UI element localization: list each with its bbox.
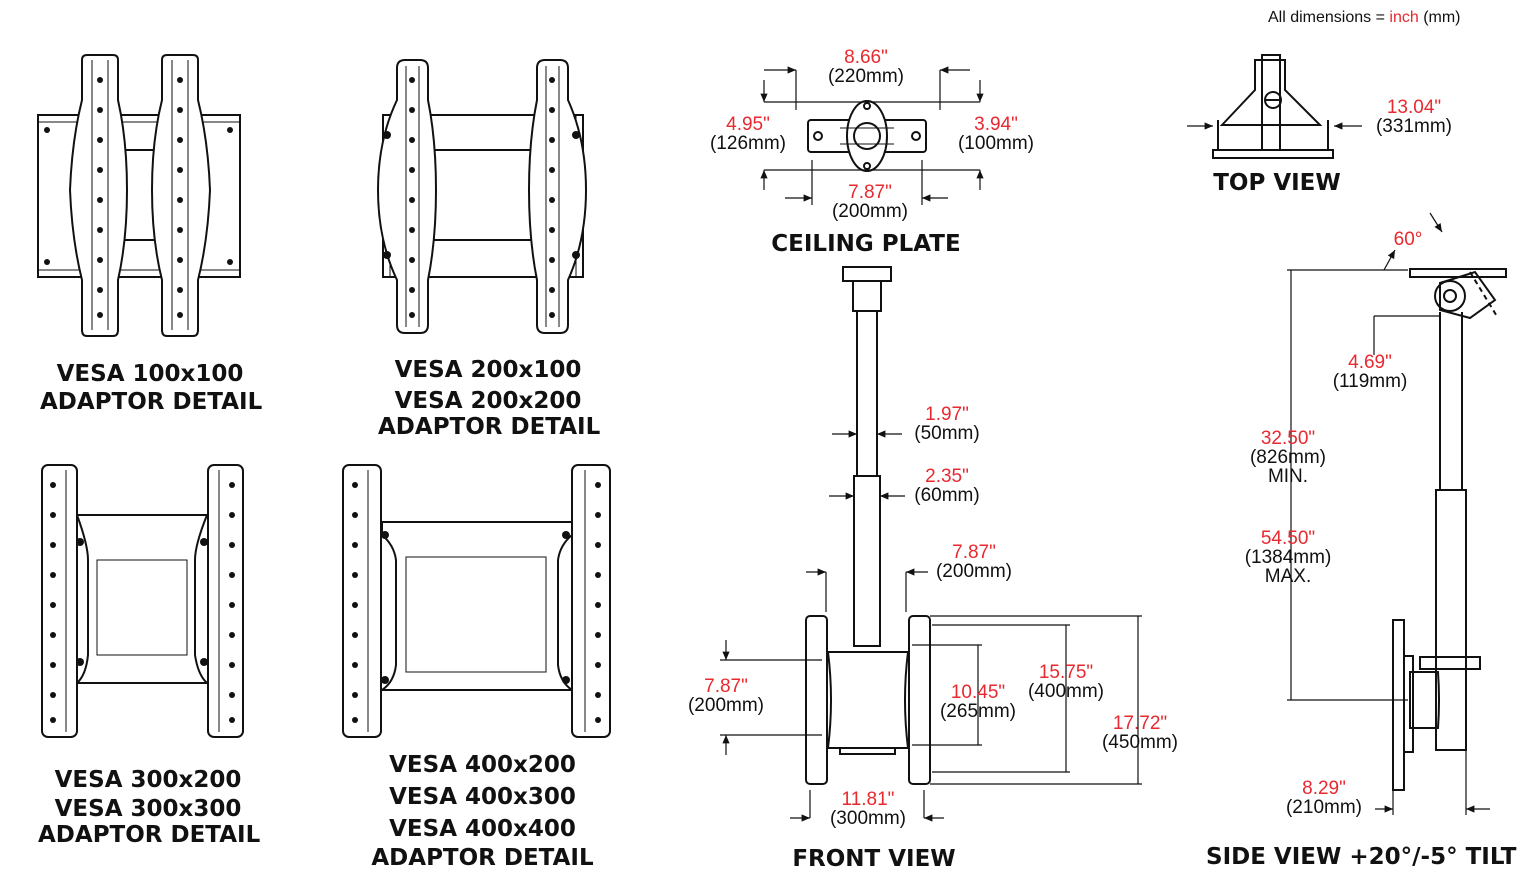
vesa-400-adaptor-drawing: [342, 464, 611, 738]
dim-arm-width: 7.87" (200mm): [926, 543, 1022, 581]
side-view-drawing: [1392, 268, 1507, 791]
dim-side-depth-in: 8.29": [1302, 778, 1346, 799]
vesa-400-line-1: VESA 400x200: [389, 752, 576, 778]
dim-height-min-in: 32.50": [1260, 428, 1316, 449]
vesa-100-line-1: VESA 100x100: [56, 361, 244, 387]
front-view-label: FRONT VIEW: [792, 846, 956, 872]
units-note: All dimensions = inch (mm): [1268, 10, 1461, 26]
dim-vesa-h2-in: 15.75": [1038, 662, 1094, 683]
dim-plate-left: 4.95" (126mm): [700, 115, 796, 153]
dim-tilt-angle: 60°: [1393, 229, 1423, 250]
dim-side-offset-in: 4.69": [1348, 352, 1392, 373]
vesa-300-label: VESA 300x200 VESA 300x300 ADAPTOR DETAIL: [38, 767, 261, 848]
vesa-200-adaptor-drawing: [376, 59, 588, 334]
dim-vesa-h2-mm: (400mm): [1027, 681, 1104, 702]
dim-vesa-h1-in: 10.45": [950, 682, 1006, 703]
side-view-dimension-lines: [1287, 212, 1490, 815]
vesa-200-line-2: VESA 200x200: [394, 388, 582, 414]
vesa-300-line-3: ADAPTOR DETAIL: [38, 822, 261, 848]
dim-pole-lower-mm: (60mm): [914, 485, 980, 506]
units-note-prefix: All dimensions =: [1268, 9, 1390, 26]
dim-front-width-in: 11.81": [841, 789, 895, 810]
vesa-100-line-2: ADAPTOR DETAIL: [40, 389, 263, 415]
ceiling-plate-dimension-lines: [760, 66, 984, 205]
vesa-200-line-1: VESA 200x100: [394, 357, 582, 383]
dim-pole-upper-mm: (50mm): [914, 423, 980, 444]
dim-height-max-in: 54.50": [1260, 528, 1316, 549]
dim-front-width-mm: (300mm): [829, 808, 906, 829]
dim-height-max: 54.50" (1384mm) MAX.: [1234, 529, 1342, 586]
dim-height-min-mm: (826mm): [1249, 447, 1326, 468]
dim-pole-upper: 1.97" (50mm): [902, 405, 992, 443]
vesa-100-adaptor-drawing: [37, 54, 241, 337]
dim-front-width: 11.81" (300mm): [820, 790, 916, 828]
ceiling-plate-label: CEILING PLATE: [771, 231, 961, 257]
dim-side-offset: 4.69" (119mm): [1322, 353, 1418, 391]
dim-pole-upper-in: 1.97": [925, 404, 969, 425]
dim-pole-lower: 2.35" (60mm): [902, 467, 992, 505]
vesa-400-line-2: VESA 400x300: [389, 784, 576, 810]
dim-vesa-h3: 17.72" (450mm): [1092, 714, 1188, 752]
dim-height-max-mm: (1384mm): [1244, 547, 1332, 568]
dim-plate-bottom-mm: (200mm): [831, 201, 908, 222]
dim-top-width-in: 13.04": [1386, 97, 1442, 118]
dim-vesa-h3-mm: (450mm): [1101, 732, 1178, 753]
dim-pole-lower-in: 2.35": [925, 466, 969, 487]
dim-plate-left-in: 4.95": [726, 114, 770, 135]
dim-height-min-note: MIN.: [1267, 466, 1309, 487]
front-view-dimension-lines: [720, 430, 1142, 822]
vesa-200-line-3: ADAPTOR DETAIL: [378, 414, 601, 440]
dim-plate-right-mm: (100mm): [957, 133, 1034, 154]
dim-arm-width-in: 7.87": [952, 542, 996, 563]
top-view-label: TOP VIEW: [1213, 170, 1341, 196]
vesa-400-line-4: ADAPTOR DETAIL: [371, 845, 594, 871]
dim-plate-width-in: 8.66": [844, 47, 888, 68]
vesa-300-adaptor-drawing: [41, 464, 244, 738]
vesa-400-label: VESA 400x200 VESA 400x300 VESA 400x400 A…: [370, 754, 595, 870]
dim-side-depth: 8.29" (210mm): [1276, 779, 1372, 817]
dim-plate-bottom-in: 7.87": [848, 182, 892, 203]
dim-top-width: 13.04" (331mm): [1366, 98, 1462, 136]
units-note-secondary: (mm): [1418, 9, 1461, 26]
dim-vesa-left-mm: (200mm): [687, 695, 764, 716]
front-view-drawing: [805, 266, 931, 785]
top-view-drawing: [1212, 54, 1334, 159]
vesa-100-label: VESA 100x100 ADAPTOR DETAIL: [40, 361, 263, 415]
dim-vesa-left: 7.87" (200mm): [678, 677, 774, 715]
dim-plate-left-mm: (126mm): [709, 133, 786, 154]
dim-plate-bottom: 7.87" (200mm): [822, 183, 918, 221]
dim-plate-right-in: 3.94": [974, 114, 1018, 135]
dim-side-offset-mm: (119mm): [1332, 371, 1408, 392]
dim-vesa-h1-mm: (265mm): [939, 701, 1016, 722]
dim-height-max-note: MAX.: [1264, 566, 1312, 587]
dim-vesa-h1: 10.45" (265mm): [930, 683, 1026, 721]
dim-side-depth-mm: (210mm): [1285, 797, 1362, 818]
units-note-primary: inch: [1389, 9, 1419, 26]
vesa-300-line-1: VESA 300x200: [54, 767, 242, 793]
dim-plate-width: 8.66" (220mm): [820, 48, 912, 86]
dim-plate-right: 3.94" (100mm): [948, 115, 1044, 153]
vesa-400-line-3: VESA 400x400: [389, 816, 576, 842]
side-view-label: SIDE VIEW +20°/-5° TILT: [1206, 844, 1517, 870]
dim-arm-width-mm: (200mm): [935, 561, 1012, 582]
dim-vesa-h3-in: 17.72": [1112, 713, 1168, 734]
dim-height-min: 32.50" (826mm) MIN.: [1240, 429, 1336, 486]
dim-top-width-mm: (331mm): [1375, 116, 1452, 137]
vesa-200-label: VESA 200x100 VESA 200x200 ADAPTOR DETAIL: [378, 357, 601, 440]
vesa-300-line-2: VESA 300x300: [54, 796, 242, 822]
dim-vesa-h2: 15.75" (400mm): [1018, 663, 1114, 701]
dim-vesa-left-in: 7.87": [704, 676, 748, 697]
ceiling-plate-drawing: [807, 100, 927, 172]
dim-plate-width-mm: (220mm): [827, 66, 904, 87]
